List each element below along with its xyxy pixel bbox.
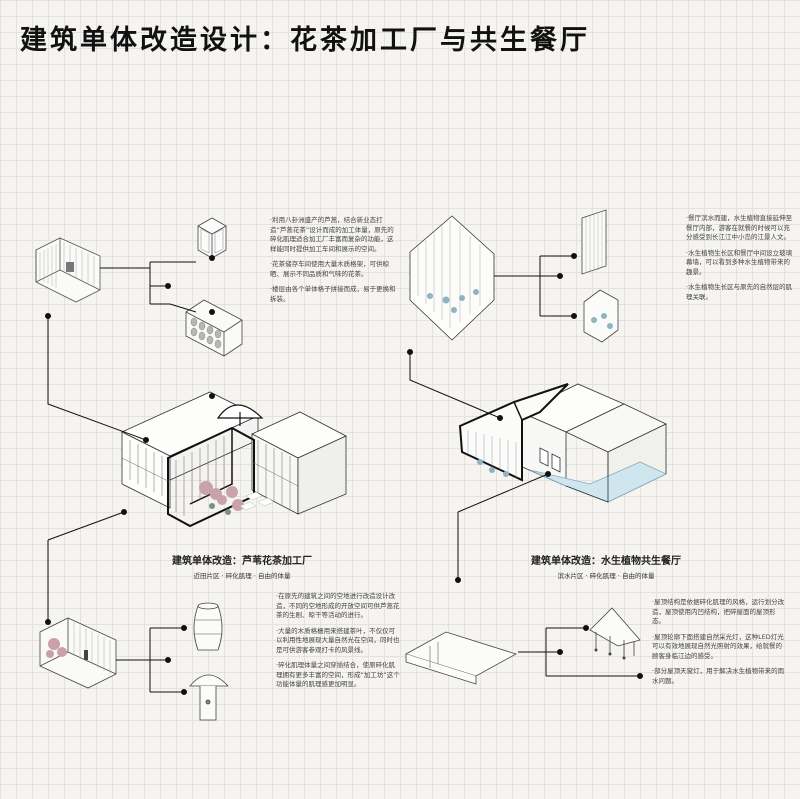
right-main-building <box>458 383 667 503</box>
left-subcaption: 近田片区 · 碎化肌理 · 自由的体量 <box>193 572 291 580</box>
left-top-note-3: ·楼层由各个单体格子拼接而成，易于更换和拆装。 <box>270 285 396 303</box>
left-bottom-note-2: ·大量的木质格栅用来搭建茶叶，不仅仅可以利用性地展现大量自然光在空间，同时也是可… <box>276 626 400 654</box>
right-top-notes: ·餐厅滨水而建，水生植物直接延伸至餐厅内部，游客在就餐的时候可以充分感受到长江江… <box>686 214 794 308</box>
right-bottom-note-2: ·屋顶轮廓下面搭建自然采光灯，这种LED灯光可以有效地展现自然光照射的效果，给就… <box>652 632 784 660</box>
left-bottom-notes: ·在原先的建筑之间的空地进行改造设计改造，不同的空地形成的开放空间可供芦蒿花茶的… <box>276 592 400 696</box>
right-caption: 建筑单体改造：水生植物共生餐厅 <box>531 556 681 567</box>
right-bottom-connectors <box>518 625 643 679</box>
page-title: 建筑单体改造设计：花茶加工厂与共生餐厅 <box>20 25 590 56</box>
left-main-connectors <box>45 313 215 625</box>
right-roof-module <box>404 631 518 685</box>
left-bottom-note-3: ·碎化肌理体量之间穿插结合，使原碎化肌理拥有更多丰富的空间，形成“加工坊”这个功… <box>276 661 400 688</box>
right-main-connectors <box>407 349 551 583</box>
right-panel-module <box>581 209 607 275</box>
right-glass-module <box>409 215 495 341</box>
right-plant-box-module <box>583 289 619 343</box>
left-bottom-interior <box>39 617 117 689</box>
left-caption: 建筑单体改造：芦苇花茶加工厂 <box>172 556 312 567</box>
left-top-notes: ·利用八卦洲盛产的芦蒿，结合新业态打造“芦蒿花茶”设计而成的加工体量，原先的碎化… <box>270 216 398 310</box>
left-bottom-note-1: ·在原先的建筑之间的空地进行改造设计改造，不同的空地形成的开放空间可供芦蒿花茶的… <box>276 592 400 619</box>
right-bottom-notes: ·屋顶结构是依据碎化肌理的风格，运行划分改造，屋顶使用内凹结构，把碎屋面的屋顶形… <box>652 598 788 692</box>
left-top-connectors <box>100 255 215 315</box>
right-top-connectors <box>494 253 577 319</box>
right-bottom-note-3: ·部分屋顶天窗灯，用于解决水生植物带来的雨水问题。 <box>652 667 785 685</box>
left-barrel-module <box>193 602 223 651</box>
left-main-building <box>121 391 347 528</box>
right-top-note-1: ·餐厅滨水而建，水生植物直接延伸至餐厅内部，游客在就餐的时候可以充分感受到长江江… <box>686 214 793 241</box>
right-subcaption: 滨水片区 · 碎化肌理 · 自由的体量 <box>557 572 655 580</box>
left-cube-module <box>197 217 227 259</box>
right-bottom-note-1: ·屋顶结构是依据碎化肌理的风格，运行划分改造，屋顶使用内凹结构，把碎屋面的屋顶形… <box>652 598 785 625</box>
right-canopy-module <box>589 607 641 660</box>
right-top-note-3: ·水生植物生长区与原先的自然层的肌理关联。 <box>686 283 793 301</box>
left-pavilion-module <box>189 674 229 721</box>
left-top-note-1: ·利用八卦洲盛产的芦蒿，结合新业态打造“芦蒿花茶”设计而成的加工体量，原先的碎化… <box>270 216 394 253</box>
left-bottom-connectors <box>116 625 187 695</box>
left-top-note-2: ·花茶储存车间使用大量木质格架，可供晾晒、展示不同品质和气味的花茶。 <box>270 260 390 278</box>
right-top-note-2: ·水生植物生长区和餐厅中间设立玻璃幕墙，可以看到多种水生植物带来的趣景。 <box>686 248 793 276</box>
left-shelf-module <box>185 299 243 357</box>
left-interior-module <box>35 237 101 303</box>
